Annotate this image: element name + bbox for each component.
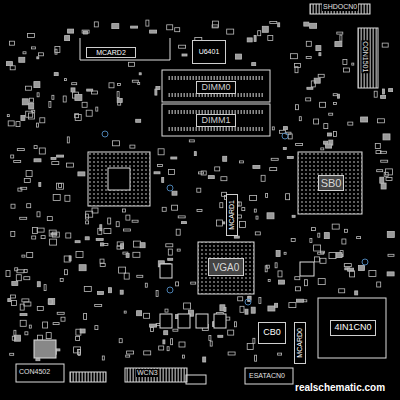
refdes-label: SB0 bbox=[320, 177, 343, 189]
component-outline: CB0 bbox=[258, 322, 286, 344]
component-outline: MCARD0 bbox=[294, 322, 306, 364]
refdes-label: 4IN1CN0 bbox=[333, 323, 372, 333]
component-outline: 4IN1CN0 bbox=[330, 320, 376, 336]
component-outline: SB0 bbox=[318, 175, 345, 191]
refdes-label: U6401 bbox=[198, 48, 221, 56]
component-outline: MCARD2 bbox=[86, 47, 136, 58]
component-outline: VGA0 bbox=[208, 258, 244, 276]
refdes-label: DIMM0 bbox=[201, 83, 232, 93]
refdes-label: MCARD0 bbox=[296, 327, 304, 359]
refdes-label: CON1501 bbox=[362, 40, 370, 73]
refdes-label: DIMM1 bbox=[201, 116, 232, 126]
refdes-label: CON4502 bbox=[18, 368, 51, 376]
component-outline: U6401 bbox=[192, 40, 226, 64]
component-outline: MCARD1 bbox=[226, 194, 238, 236]
refdes-label: MCARD2 bbox=[95, 49, 127, 57]
refdes-label: ESATACN0 bbox=[248, 372, 286, 380]
component-outline: DIMM0 bbox=[196, 81, 236, 94]
refdes-label: VGA0 bbox=[212, 262, 241, 273]
component-outline: DIMM1 bbox=[196, 114, 236, 127]
refdes-label: MCARD1 bbox=[228, 199, 236, 231]
refdes-label: SHDOCN0 bbox=[322, 3, 358, 11]
watermark: realschematic.com bbox=[294, 382, 386, 393]
refdes-label: WCN3 bbox=[136, 369, 159, 377]
refdes-label: CB0 bbox=[262, 328, 282, 338]
